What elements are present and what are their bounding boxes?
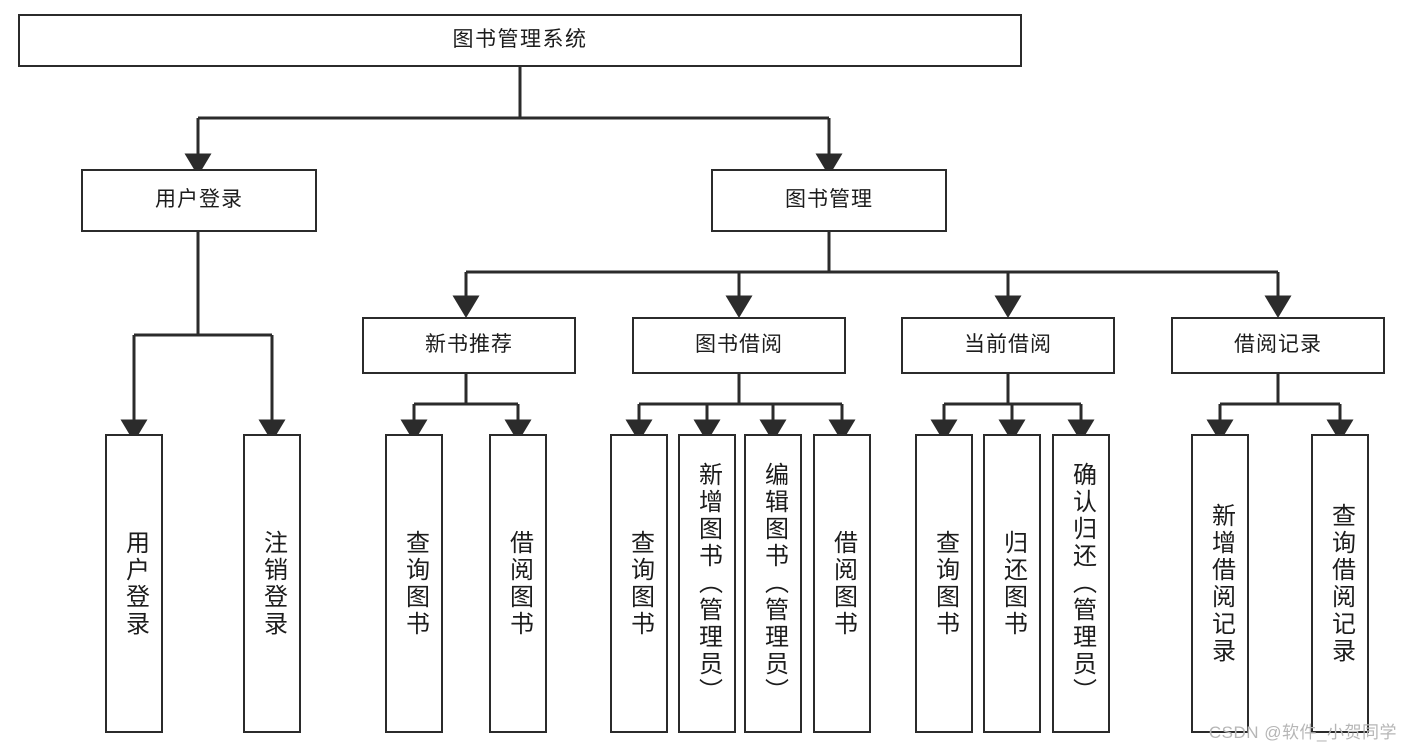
node-leaf-query-book-3-label: 查询图书: [931, 529, 959, 638]
node-borrow-record-label: 借阅记录: [1234, 333, 1322, 357]
node-leaf-query-book-1-label: 查询图书: [401, 529, 429, 638]
node-leaf-confirm-return[interactable]: 确认归还（管理员）: [1052, 434, 1110, 733]
node-book-borrow-label: 图书借阅: [695, 333, 783, 357]
node-leaf-user-login-label: 用户登录: [121, 529, 149, 638]
node-new-book-recommend-label: 新书推荐: [425, 333, 513, 357]
node-leaf-user-login[interactable]: 用户登录: [105, 434, 163, 733]
node-book-manage[interactable]: 图书管理: [711, 169, 947, 232]
node-root[interactable]: 图书管理系统: [18, 14, 1022, 67]
node-current-borrow[interactable]: 当前借阅: [901, 317, 1115, 374]
node-leaf-return-book-label: 归还图书: [999, 529, 1027, 638]
watermark: CSDN @软件_小贺同学: [1208, 723, 1397, 742]
node-current-borrow-label: 当前借阅: [964, 333, 1052, 357]
node-leaf-add-record[interactable]: 新增借阅记录: [1191, 434, 1249, 733]
node-new-book-recommend[interactable]: 新书推荐: [362, 317, 576, 374]
node-leaf-query-book-1[interactable]: 查询图书: [385, 434, 443, 733]
node-leaf-add-record-label: 新增借阅记录: [1207, 502, 1235, 665]
node-leaf-borrow-book-1-label: 借阅图书: [505, 529, 533, 638]
node-leaf-query-book-2-label: 查询图书: [626, 529, 654, 638]
node-root-label: 图书管理系统: [452, 28, 588, 52]
node-leaf-edit-book-label: 编辑图书（管理员）: [760, 462, 788, 705]
node-leaf-query-book-2[interactable]: 查询图书: [610, 434, 668, 733]
node-user-login[interactable]: 用户登录: [81, 169, 317, 232]
node-leaf-query-book-3[interactable]: 查询图书: [915, 434, 973, 733]
node-leaf-add-book[interactable]: 新增图书（管理员）: [678, 434, 736, 733]
node-leaf-query-record-label: 查询借阅记录: [1327, 502, 1355, 665]
node-leaf-borrow-book-2-label: 借阅图书: [829, 529, 857, 638]
node-leaf-borrow-book-2[interactable]: 借阅图书: [813, 434, 871, 733]
node-leaf-query-record[interactable]: 查询借阅记录: [1311, 434, 1369, 733]
node-leaf-edit-book[interactable]: 编辑图书（管理员）: [744, 434, 802, 733]
node-leaf-return-book[interactable]: 归还图书: [983, 434, 1041, 733]
node-leaf-borrow-book-1[interactable]: 借阅图书: [489, 434, 547, 733]
node-book-manage-label: 图书管理: [785, 188, 873, 212]
node-user-login-label: 用户登录: [155, 188, 243, 212]
node-leaf-confirm-return-label: 确认归还（管理员）: [1068, 462, 1096, 705]
node-leaf-logout[interactable]: 注销登录: [243, 434, 301, 733]
node-leaf-logout-label: 注销登录: [259, 529, 287, 638]
node-leaf-add-book-label: 新增图书（管理员）: [694, 462, 722, 705]
node-borrow-record[interactable]: 借阅记录: [1171, 317, 1385, 374]
node-book-borrow[interactable]: 图书借阅: [632, 317, 846, 374]
